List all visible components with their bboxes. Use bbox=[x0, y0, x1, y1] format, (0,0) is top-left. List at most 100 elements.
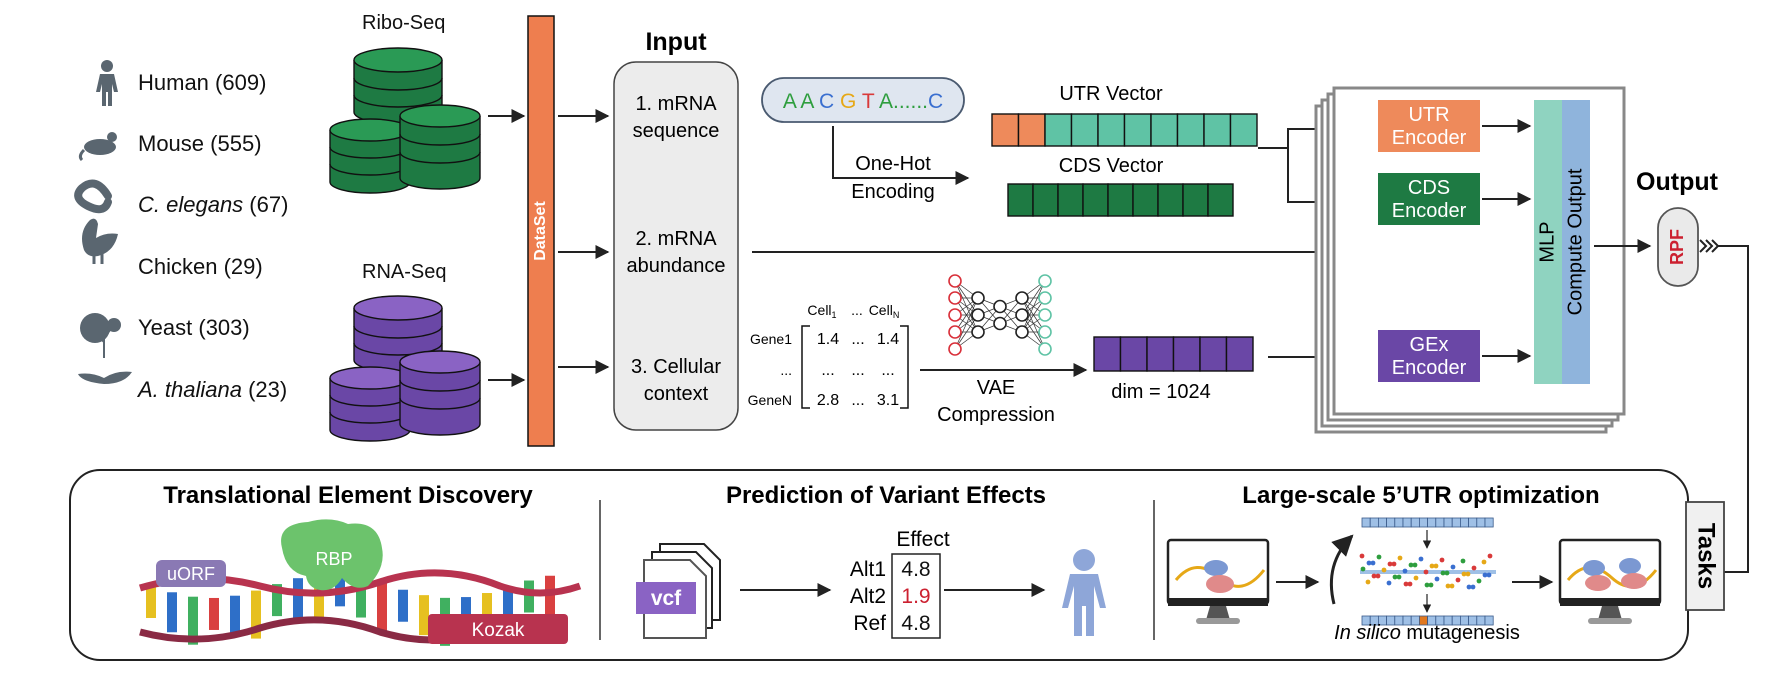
vector-cell bbox=[1107, 183, 1134, 217]
sequence-bar-cell bbox=[1484, 517, 1494, 528]
rbp-blob bbox=[281, 519, 383, 591]
base-pair bbox=[272, 584, 282, 617]
mutation-dot bbox=[1429, 563, 1435, 569]
vector-cell bbox=[1017, 113, 1046, 147]
rpf-pill bbox=[1657, 207, 1699, 287]
feather-icon bbox=[1699, 239, 1720, 253]
vcf-file-icon bbox=[636, 543, 721, 639]
tasks-label: Tasks bbox=[1693, 523, 1720, 589]
vae-node bbox=[971, 291, 985, 305]
base-pair bbox=[377, 583, 387, 632]
vae-node bbox=[1038, 274, 1052, 288]
species-name: Mouse bbox=[138, 131, 205, 156]
sequence-bar-cell bbox=[1419, 517, 1429, 528]
mutation-dot bbox=[1445, 583, 1451, 589]
vae-node bbox=[948, 342, 962, 356]
mutation-dot bbox=[1402, 568, 1408, 574]
vector-cell bbox=[1207, 183, 1234, 217]
kozak-label: Kozak bbox=[472, 620, 525, 641]
vae-node bbox=[1015, 308, 1029, 322]
mutation-dot bbox=[1413, 575, 1419, 581]
sequence-bar-cell bbox=[1435, 517, 1445, 528]
vae-edge bbox=[1021, 280, 1046, 333]
species-list bbox=[74, 60, 132, 384]
sequence-bar-cell bbox=[1394, 517, 1404, 528]
mutation-dot bbox=[1424, 582, 1430, 588]
mutation-dot bbox=[1439, 557, 1445, 563]
matrix-row-label: Gene1 bbox=[750, 331, 792, 347]
sequence-text: A A C G T A......C bbox=[783, 90, 943, 113]
mutation-dot bbox=[1428, 582, 1434, 588]
gex-encoder-line2: Encoder bbox=[1392, 357, 1467, 379]
vector-cell bbox=[1132, 183, 1159, 217]
mutation-dot bbox=[1392, 574, 1398, 580]
species-name: C. elegans bbox=[138, 192, 244, 217]
encoding-line2: Encoding bbox=[851, 181, 934, 203]
base-pair bbox=[503, 586, 513, 635]
monitor-icon-right bbox=[1558, 538, 1662, 624]
mutation-dot bbox=[1376, 554, 1382, 560]
vector-cell bbox=[991, 113, 1020, 147]
gex-vector bbox=[1093, 336, 1254, 372]
species-count: (609) bbox=[208, 70, 267, 95]
base-pair bbox=[461, 597, 471, 630]
species-count: (555) bbox=[204, 131, 262, 156]
rna-seq-label: RNA-Seq bbox=[362, 261, 447, 283]
effect-row-value: 1.9 bbox=[901, 585, 930, 608]
panel3-title: Large-scale 5’UTR optimization bbox=[1242, 482, 1599, 509]
vector-cell bbox=[1176, 113, 1205, 147]
mutation-dot bbox=[1396, 574, 1402, 580]
panel1-title: Translational Element Discovery bbox=[163, 482, 533, 509]
mlp-block bbox=[1534, 100, 1562, 384]
mutation-dot bbox=[1449, 583, 1455, 589]
matrix-col1: Cell1 bbox=[807, 302, 836, 320]
species-item: Human (609) bbox=[138, 70, 266, 96]
effect-row-label: Alt2 bbox=[850, 585, 886, 608]
vector-cell bbox=[1119, 336, 1148, 372]
rna-database-icon-3 bbox=[399, 350, 481, 436]
nucleotide: T bbox=[862, 90, 879, 113]
matrix-cell: ... bbox=[851, 331, 864, 348]
input-item3-line2: context bbox=[644, 383, 709, 405]
mlp-label: MLP bbox=[1536, 221, 1558, 262]
species-count: (23) bbox=[241, 377, 288, 402]
vae-edge bbox=[954, 297, 979, 350]
mutation-dot bbox=[1423, 569, 1429, 575]
species-count: (67) bbox=[243, 192, 289, 217]
mutation-dot bbox=[1366, 560, 1372, 566]
one-hot-arrow bbox=[832, 126, 970, 185]
sequence-bar-cell bbox=[1476, 517, 1486, 528]
vae-node bbox=[1038, 325, 1052, 339]
nucleotide: C bbox=[819, 90, 840, 113]
vector-cell bbox=[1229, 113, 1258, 147]
mutation-dot bbox=[1391, 561, 1397, 567]
sequence-bar-cell bbox=[1451, 517, 1461, 528]
vector-cell bbox=[1199, 336, 1228, 372]
vae-node bbox=[993, 316, 1007, 331]
matrix-cell: ... bbox=[821, 362, 834, 379]
vae-edge bbox=[954, 314, 979, 350]
species-count: (29) bbox=[217, 254, 263, 279]
vae-edge bbox=[1021, 297, 1046, 333]
sequence-bar-cell bbox=[1460, 517, 1470, 528]
gex-encoder-line1: GEx bbox=[1410, 334, 1449, 356]
species-name: Chicken bbox=[138, 254, 218, 279]
base-pair bbox=[524, 580, 534, 613]
vae-network-icon bbox=[948, 274, 1052, 356]
vae-node bbox=[1038, 308, 1052, 322]
base-pair bbox=[146, 586, 156, 618]
chicken-icon bbox=[82, 218, 118, 264]
mutation-dot bbox=[1370, 560, 1376, 566]
rbp-label: RBP bbox=[315, 549, 352, 569]
matrix-coln: CellN bbox=[869, 302, 900, 320]
yeast-icon bbox=[80, 313, 121, 343]
mutation-dot bbox=[1418, 556, 1424, 562]
uorf-badge bbox=[156, 560, 226, 587]
vector-cell bbox=[1044, 113, 1073, 147]
base-pair bbox=[167, 592, 177, 633]
human-body-icon bbox=[1062, 549, 1106, 636]
nucleotide: G bbox=[840, 90, 862, 113]
mutation-dot bbox=[1365, 579, 1371, 585]
vae-node bbox=[948, 325, 962, 339]
